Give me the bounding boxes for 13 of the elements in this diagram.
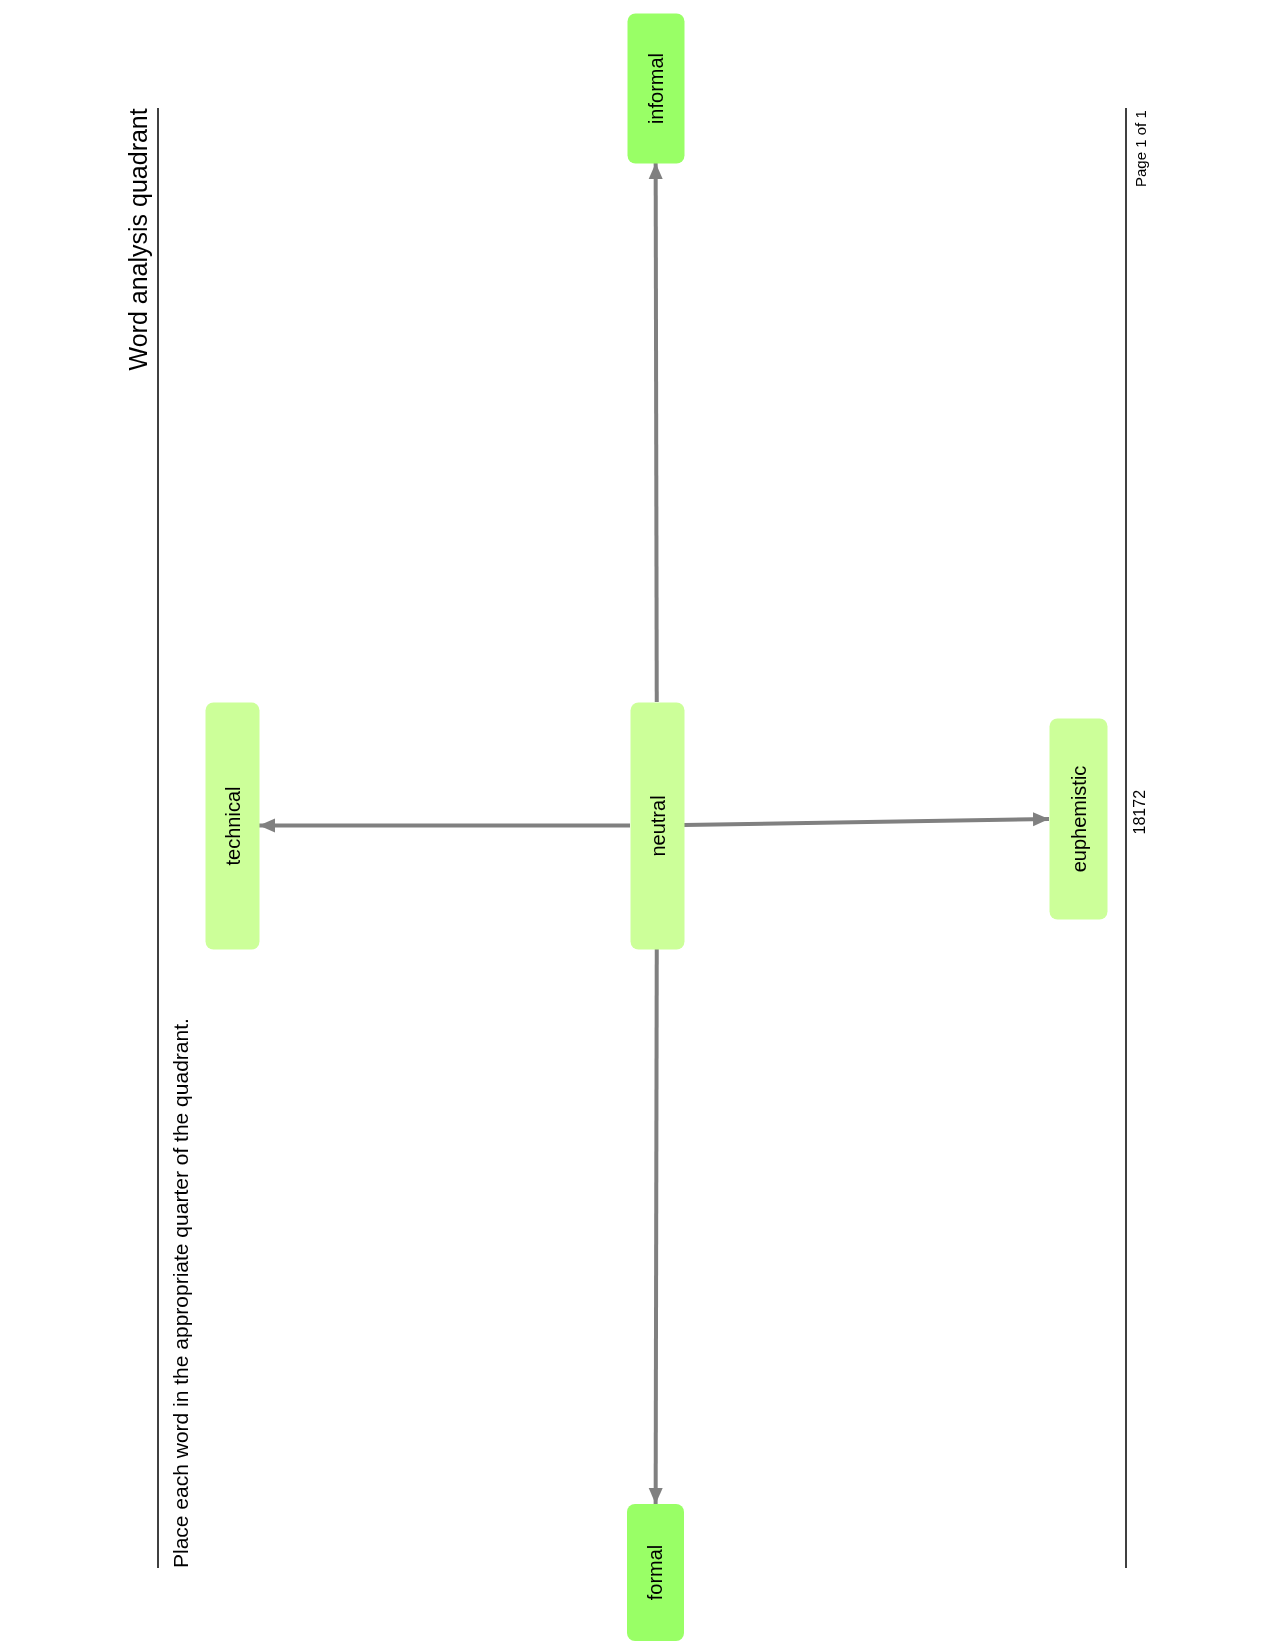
category-box: informal bbox=[627, 13, 684, 163]
arrow bbox=[683, 812, 1050, 828]
footer-number: 18172 bbox=[1130, 789, 1149, 835]
category-box: technical bbox=[205, 702, 259, 949]
category-box: euphemistic bbox=[1049, 718, 1107, 919]
instruction-text: Place each word in the appropriate quarter of the quadrant. bbox=[168, 1018, 193, 1568]
arrow bbox=[259, 818, 630, 833]
category-box: neutral bbox=[630, 702, 684, 949]
page-number: Page 1 of 1 bbox=[1131, 110, 1149, 187]
arrow bbox=[648, 949, 663, 1504]
arrow bbox=[648, 163, 663, 702]
title: Word analysis quadrant bbox=[123, 107, 153, 370]
category-box: formal bbox=[627, 1504, 684, 1641]
